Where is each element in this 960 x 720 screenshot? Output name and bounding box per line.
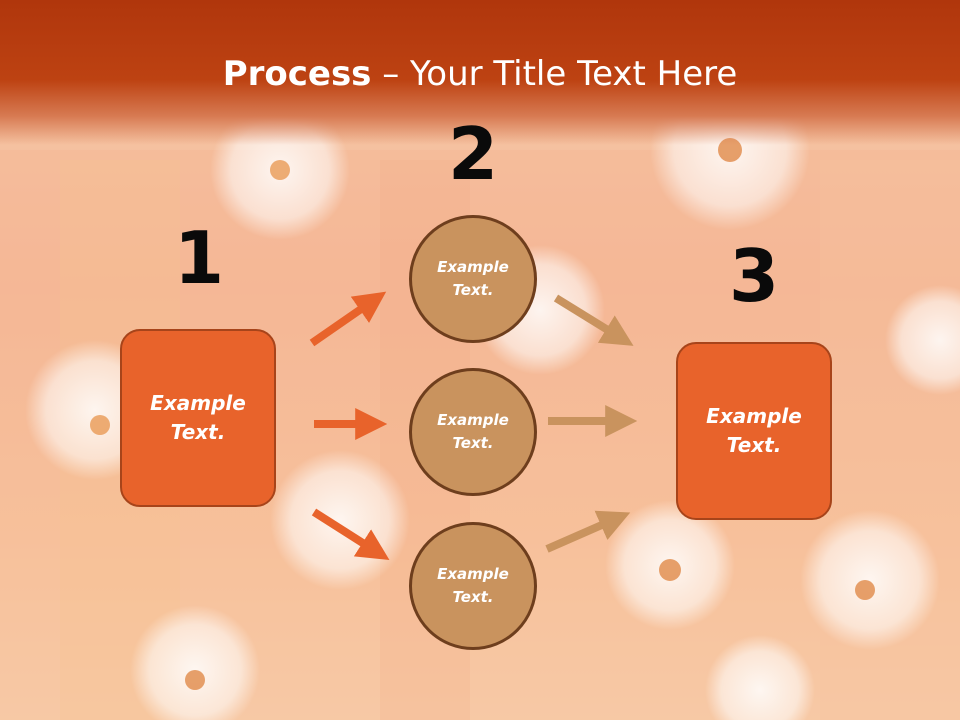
left-box-text: Example Text. bbox=[150, 391, 246, 444]
slide-title: Process – Your Title Text Here bbox=[0, 52, 960, 96]
title-bold: Process bbox=[222, 54, 372, 94]
right-box-text: Example Text. bbox=[706, 404, 802, 457]
arrow-top-to-right bbox=[553, 294, 634, 346]
step-number-3: 3 bbox=[728, 234, 780, 318]
title-rest: – Your Title Text Here bbox=[371, 54, 738, 94]
arrow-left-to-top bbox=[309, 291, 387, 347]
circle-bottom: Example Text. bbox=[409, 522, 537, 650]
step-number-1: 1 bbox=[173, 216, 225, 300]
circle-middle: Example Text. bbox=[409, 368, 537, 496]
step-number-2: 2 bbox=[447, 112, 499, 196]
title-bar bbox=[0, 0, 960, 145]
right-process-box: Example Text. bbox=[676, 342, 832, 520]
arrow-bottom-to-right bbox=[545, 510, 631, 553]
arrow-left-to-bottom bbox=[311, 508, 390, 561]
circle-top-text: Example Text. bbox=[437, 258, 509, 299]
left-process-box: Example Text. bbox=[120, 329, 276, 507]
circle-middle-text: Example Text. bbox=[437, 411, 509, 452]
circle-bottom-text: Example Text. bbox=[437, 565, 509, 606]
circle-top: Example Text. bbox=[409, 215, 537, 343]
